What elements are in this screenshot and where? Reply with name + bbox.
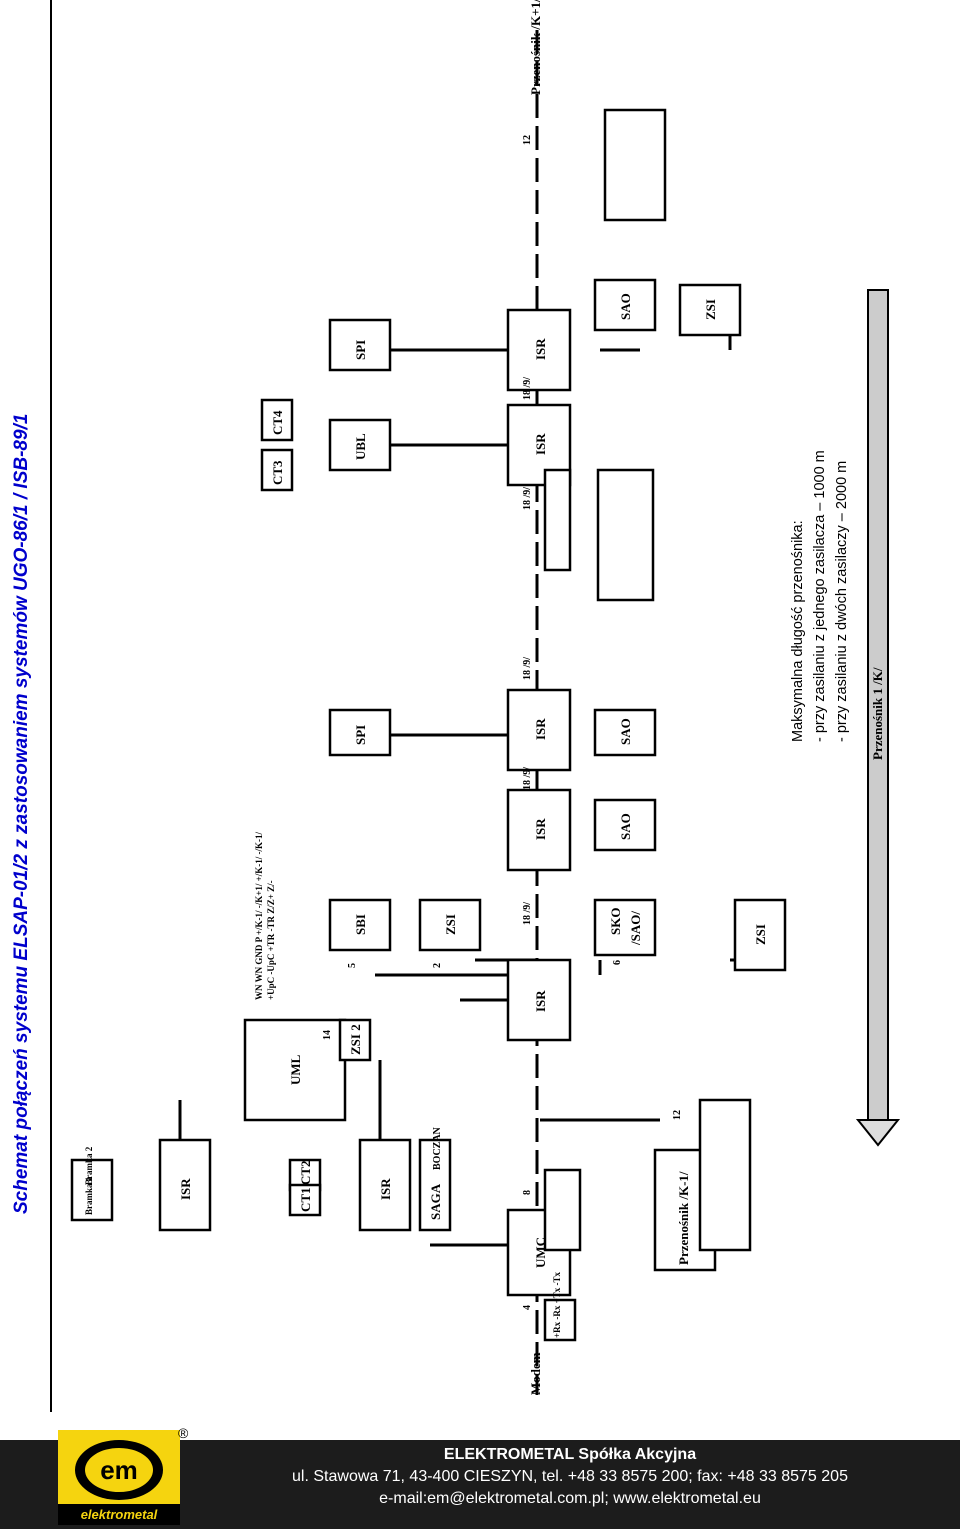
num-6: 6 <box>612 960 623 965</box>
sao-paren-label: /SAO/ <box>628 911 643 946</box>
sao-label-3: SAO <box>618 293 633 320</box>
note-heading: Maksymalna długość przenośnika: <box>790 520 806 742</box>
num-12: 12 <box>672 1110 683 1120</box>
num-2: 2 <box>432 963 443 968</box>
saga-boczan-box <box>418 1138 452 1232</box>
umc-label: UMC <box>533 1237 548 1268</box>
spi-label-2: SPI <box>353 340 368 360</box>
bramka-label: Bramka 1 <box>84 1176 94 1215</box>
num-5: 5 <box>347 963 358 968</box>
zsi-label-1: ZSI <box>443 914 458 935</box>
num-18-c: 18 /9/ <box>522 657 533 680</box>
pins-box-2 <box>698 1098 752 1252</box>
sao-label-2: SAO <box>618 718 633 745</box>
zsi-label-2: ZSI <box>703 299 718 320</box>
przenosnik-arrow <box>855 289 901 1147</box>
company-name: ELEKTROMETAL Spółka Akcyjna <box>443 1446 697 1463</box>
sao-box-1 <box>593 798 657 852</box>
num-14: 14 <box>322 1030 333 1040</box>
title-divider <box>50 0 52 1412</box>
isr-label-2: ISR <box>533 818 548 840</box>
footer: em elektrometal ® ELEKTROMETAL Spółka Ak… <box>0 1425 960 1529</box>
elektrometal-logo: em elektrometal <box>58 1430 180 1525</box>
company-contact: e-mail:em@elektrometal.com.pl; www.elekt… <box>379 1490 761 1507</box>
sao-box-3 <box>593 278 657 332</box>
ubl-label: UBL <box>353 433 368 460</box>
num-18-a: 18 /9/ <box>522 902 533 925</box>
num-18-b: 18 /9/ <box>522 767 533 790</box>
length-note: Maksymalna długość przenośnika: - przy z… <box>788 0 868 760</box>
zsi-box-1 <box>418 898 482 952</box>
isr-label-5: ISR <box>533 338 548 360</box>
sbi-label: SBI <box>353 914 368 935</box>
sao-label-1: SAO <box>618 813 633 840</box>
company-address: ul. Stawowa 71, 43-400 CIESZYN, tel. +48… <box>292 1468 848 1485</box>
sko-label: SKO <box>608 908 623 935</box>
bramka2-label: Bramka 2 <box>84 1146 94 1185</box>
przenosnik-k1p-label: Przenośnik /K+1/ <box>528 0 543 95</box>
zsi-box-3 <box>733 898 787 972</box>
isr-box-top-left <box>158 1138 212 1232</box>
uml-box <box>243 1018 347 1122</box>
isr-label-top-right: ISR <box>378 1178 393 1200</box>
ubl-box <box>328 418 392 472</box>
ct3-label: CT3 <box>270 460 285 485</box>
boczan-label: BOCZAN <box>432 1126 443 1170</box>
modem-label: Modem <box>528 1352 543 1395</box>
modem-pins-box <box>543 1298 577 1342</box>
spi-box-2 <box>328 318 392 372</box>
isr-box-3 <box>506 688 572 772</box>
sbi-box <box>328 898 392 952</box>
isr-box-5 <box>506 308 572 392</box>
wn-labels-2: +UpC -UpC +TR -TR Z/Z+ Z/- <box>266 880 276 1000</box>
registered-mark: ® <box>178 1425 189 1441</box>
isr-label-top-left: ISR <box>178 1178 193 1200</box>
ct4-label: CT4 <box>270 410 285 435</box>
zsi-label-3: ZSI <box>753 924 768 945</box>
spi-label-1: SPI <box>353 725 368 745</box>
num-12b: 12 <box>522 135 533 145</box>
zsi2-label: ZSI 2 <box>348 1024 363 1055</box>
note-line-1: - przy zasilaniu z jednego zasilacza – 1… <box>812 450 828 742</box>
modem-pins: +Rx -Rx +Tx -Tx <box>552 1271 562 1338</box>
spi-box-1 <box>328 708 392 757</box>
ct4-box <box>260 398 294 442</box>
bramka-box <box>70 1158 114 1222</box>
przenosnik-k-label: Przenośnik 1 /K/ <box>870 667 885 760</box>
pins-box-5 <box>603 108 667 222</box>
isr-box-1 <box>506 958 572 1042</box>
ct2-label: CT2 <box>298 1160 313 1185</box>
isr-label-3: ISR <box>533 718 548 740</box>
wn-labels: WN WN GND P +/K-1/ -/K+1/ +/K-1/ -/K-1/ <box>254 832 264 1000</box>
num-8: 8 <box>522 1190 533 1195</box>
isr-box-2 <box>506 788 572 872</box>
svg-text:em: em <box>100 1455 138 1485</box>
uml-label: UML <box>288 1054 303 1085</box>
ct3-box <box>260 448 294 492</box>
connection-diagram: Modem UMC ISR ISR ISR ISR ISR UML ISR IS… <box>70 0 901 1395</box>
isr-label-1: ISR <box>533 990 548 1012</box>
sko-box <box>593 898 657 957</box>
pins-box-3 <box>543 468 572 572</box>
ct1-box <box>288 1183 322 1217</box>
note-line-2: - przy zasilaniu z dwóch zasilaczy – 200… <box>834 460 850 742</box>
num-18-d: 18 /9/ <box>522 487 533 510</box>
isr-label-4: ISR <box>533 433 548 455</box>
pins-box-4 <box>596 468 655 602</box>
ct1-label: CT1 <box>298 1187 313 1212</box>
saga-label: SAGA <box>428 1183 443 1220</box>
zsi2-box <box>338 1018 372 1062</box>
svg-text:elektrometal: elektrometal <box>81 1507 158 1522</box>
num-18-e: 18 /9/ <box>522 377 533 400</box>
num-4: 4 <box>522 1305 533 1310</box>
pins-box-1 <box>543 1168 582 1252</box>
zsi-box-2 <box>678 283 742 337</box>
sao-box-2 <box>593 708 657 757</box>
isr-box-top-right <box>358 1138 412 1232</box>
przenosnik-k1-label: Przenośnik /K-1/ <box>676 1171 691 1265</box>
